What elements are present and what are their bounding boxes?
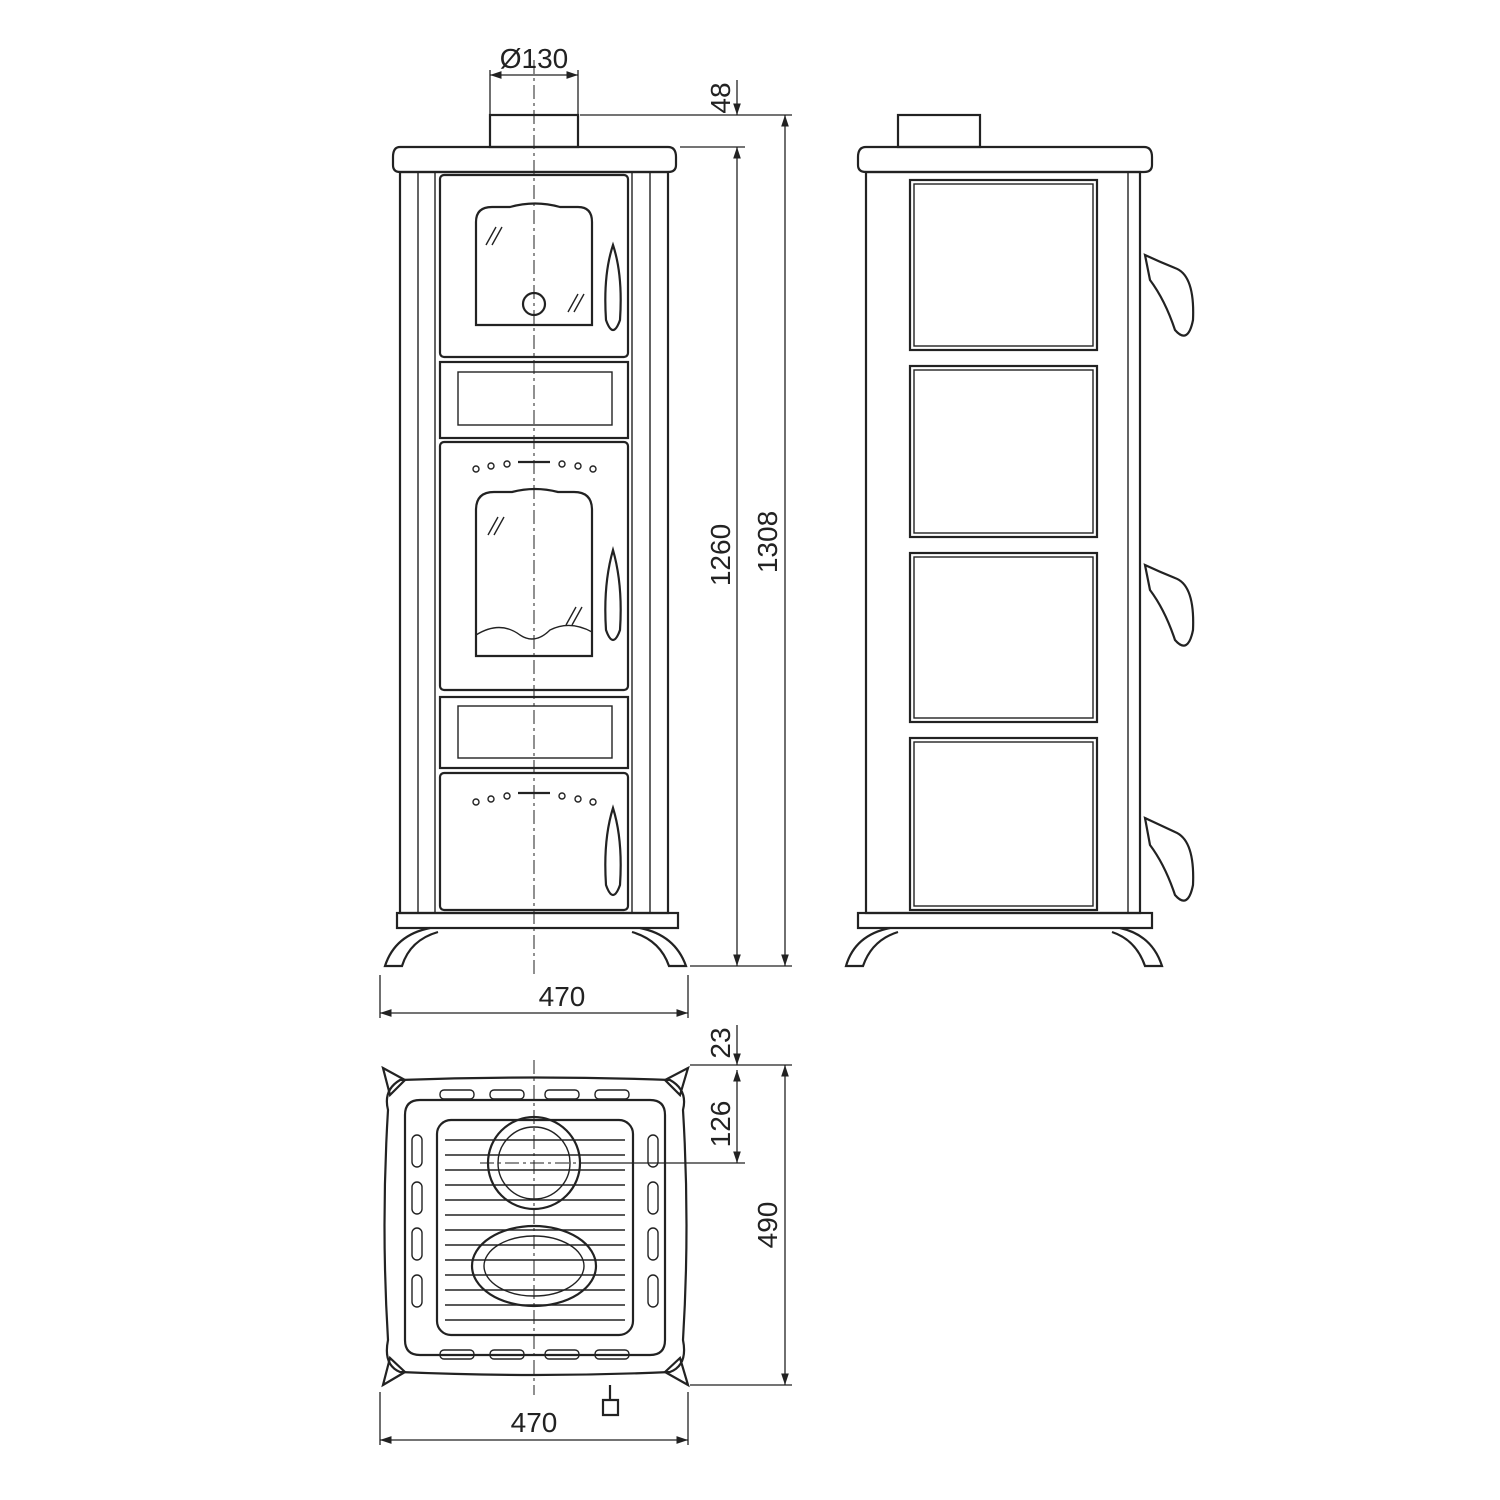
grate-bars [445,1139,625,1321]
side-body [864,170,1142,915]
oven-window [474,202,594,327]
body-height-label: 1260 [705,524,736,586]
door-handle [604,241,622,332]
door-handle [604,545,622,642]
side-view [844,113,1195,968]
corner-legs [381,1065,690,1388]
firebox-window [474,487,594,658]
dimension-lines [379,70,792,1445]
front-view [383,60,688,975]
top-offset-label: 23 [705,1027,736,1058]
flue-offset-label: 126 [705,1101,736,1148]
left-leg [844,926,899,968]
top-view [381,1060,690,1417]
top-plate [856,145,1154,174]
damper-knob [601,1385,620,1417]
dimension-labels: Ø130 48 1260 1308 470 23 126 490 470 [500,43,783,1438]
top-outline [383,1076,688,1377]
flue-collar [896,113,982,149]
side-tiles [908,178,1099,912]
right-leg [1111,926,1164,968]
flue-diameter-label: Ø130 [500,43,569,74]
vent-slots [411,1089,659,1360]
side-handles [1143,253,1195,902]
collar-height-label: 48 [705,82,736,113]
oven-door [438,173,630,359]
front-width-label: 470 [539,981,586,1012]
base-plinth [395,911,680,930]
right-leg [631,926,688,968]
top-view-width-label: 470 [511,1407,558,1438]
total-height-label: 1308 [752,511,783,573]
depth-label: 490 [752,1202,783,1249]
door-handle [604,804,622,897]
base-plinth [856,911,1154,930]
cooktop-grate [435,1118,635,1337]
left-leg [383,926,439,968]
